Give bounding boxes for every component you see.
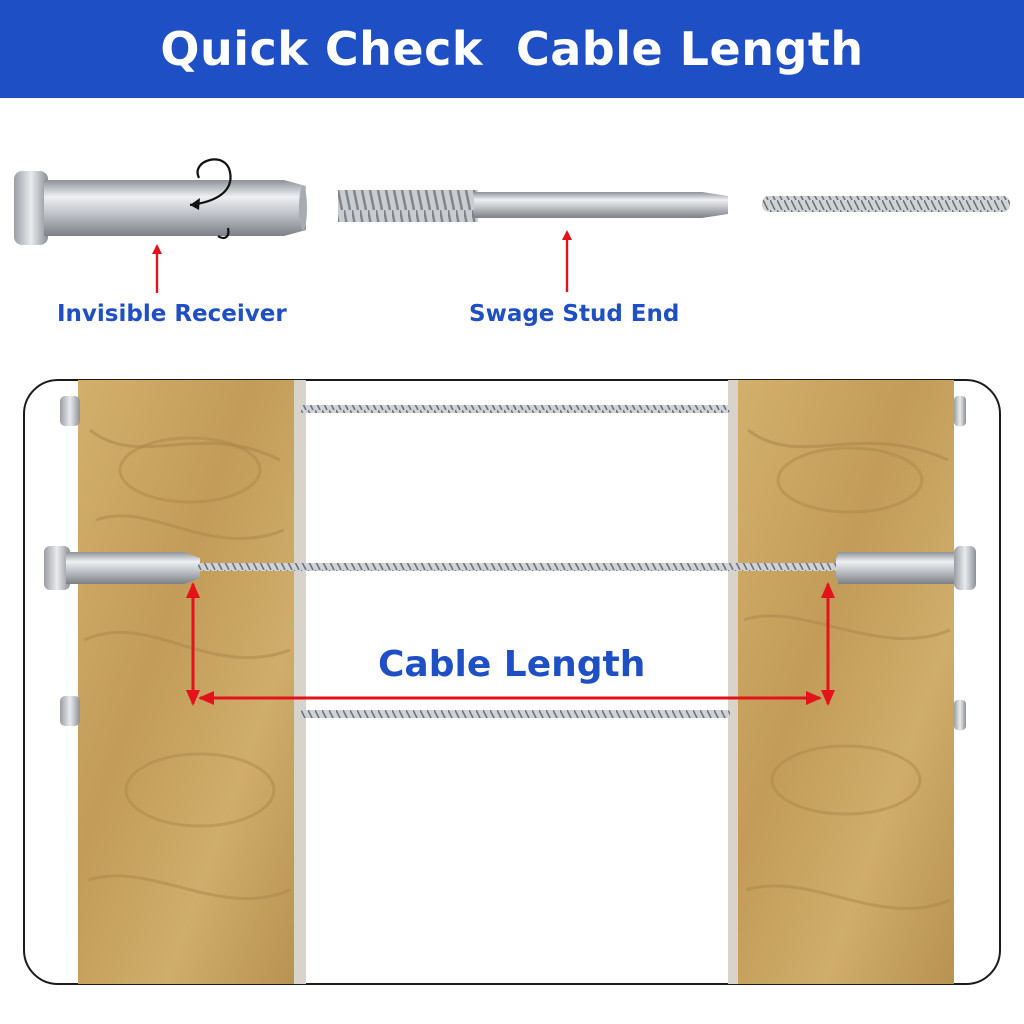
cable-length-arrows <box>186 582 835 706</box>
invisible-receiver-part <box>14 171 307 245</box>
invisible-receiver-label: Invisible Receiver <box>57 301 287 327</box>
post-cap-left-bottom <box>60 696 80 726</box>
wood-post-right <box>728 380 954 984</box>
rotate-arrow-icon <box>189 158 232 239</box>
post-cap-right-top <box>954 396 966 426</box>
cable-bottom <box>300 710 730 718</box>
swage-stud-end-label: Swage Stud End <box>469 301 680 327</box>
post-cap-left-top <box>60 396 80 426</box>
cable-top <box>300 405 730 413</box>
swage-stud-end-part <box>338 190 728 222</box>
title-banner: Quick Check Cable Length <box>0 0 1024 98</box>
page-title: Quick Check Cable Length <box>160 22 864 76</box>
cable-length-label: Cable Length <box>378 644 646 685</box>
wood-post-left <box>78 380 306 984</box>
assembled-cable-middle <box>44 546 976 590</box>
post-cap-right-bottom <box>954 700 966 730</box>
cable-sample-part <box>762 196 1010 212</box>
